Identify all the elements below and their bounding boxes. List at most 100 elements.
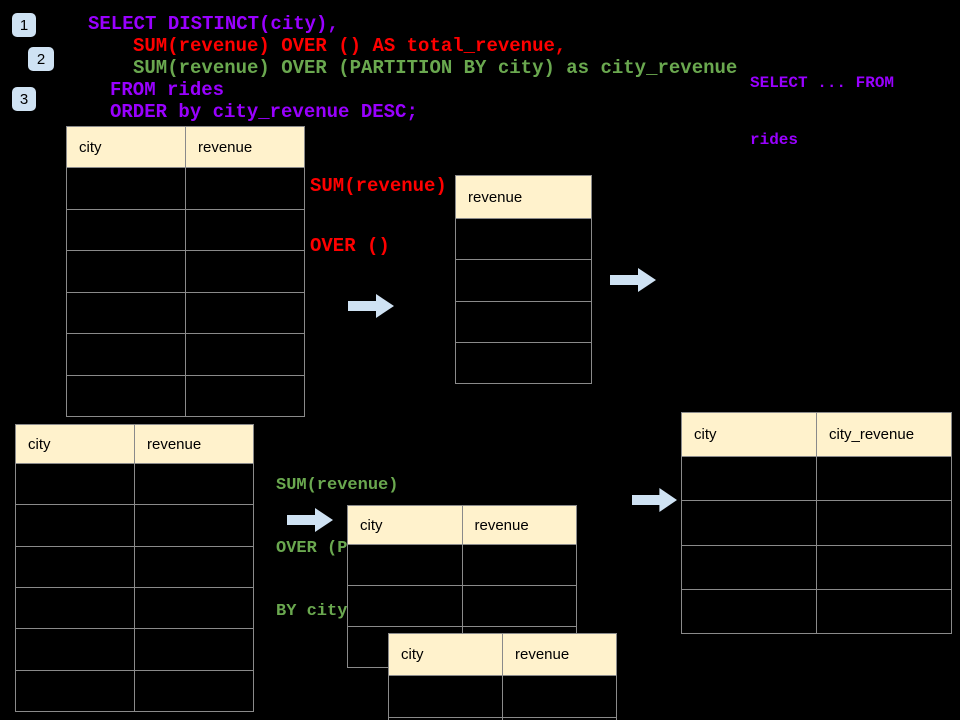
table-row <box>16 587 253 630</box>
table-cell <box>817 590 951 633</box>
sql-line-sum-over-total: SUM(revenue) OVER () AS total_revenue, <box>133 35 567 57</box>
table-cell <box>135 464 253 504</box>
step-badge-1: 1 <box>12 13 36 37</box>
table-cell <box>186 251 304 292</box>
table-cell <box>16 464 135 505</box>
table-cell <box>67 209 186 250</box>
table-cell <box>503 676 616 717</box>
table-cell <box>16 629 135 670</box>
column-header: city <box>682 413 817 456</box>
column-header: city <box>67 127 186 167</box>
table-row <box>682 589 951 633</box>
column-header: city <box>389 634 503 675</box>
arrow-right-icon <box>348 294 394 318</box>
table-row <box>16 546 253 588</box>
table-row <box>682 545 951 590</box>
step-badge-3: 3 <box>12 87 36 111</box>
table-cell <box>135 505 253 545</box>
table-cell <box>135 547 253 587</box>
table-cell <box>348 586 463 626</box>
table-row <box>348 586 576 627</box>
column-header: revenue <box>147 435 202 453</box>
table-cell <box>67 334 186 375</box>
table-row <box>456 343 591 383</box>
column-header: revenue <box>198 138 253 156</box>
column-header: city_revenue <box>829 426 915 443</box>
table-row <box>456 302 591 343</box>
table-cell <box>348 545 463 585</box>
table-cell <box>135 588 253 628</box>
table-row <box>682 501 951 546</box>
table-row <box>348 545 576 586</box>
annotation-sum-over-empty-line2: OVER () <box>310 235 390 257</box>
step-badge-2: 2 <box>28 47 54 71</box>
from-rides-snippet: SELECT ... FROM rides <box>750 36 894 169</box>
table-row <box>389 717 616 720</box>
table-row <box>67 334 304 376</box>
table-cell <box>456 260 591 300</box>
table-row <box>456 219 591 261</box>
table-row <box>67 292 304 334</box>
table-cell <box>135 629 253 669</box>
table-cell <box>16 505 135 546</box>
sql-line-select: SELECT DISTINCT(city), <box>88 13 339 35</box>
partition-table-back: city revenue <box>388 633 617 720</box>
table-cell <box>186 293 304 334</box>
table-header-row: city revenue <box>67 127 304 168</box>
source-table-top: city revenue <box>66 126 305 417</box>
column-header: city <box>348 506 463 544</box>
table-row <box>682 457 951 502</box>
table-cell <box>389 717 503 720</box>
table-row <box>16 629 253 671</box>
column-header: revenue <box>515 646 570 663</box>
table-cell <box>817 457 951 500</box>
table-header-row: city revenue <box>389 634 616 676</box>
table-cell <box>463 586 577 626</box>
table-cell <box>67 292 186 333</box>
table-header-row: revenue <box>456 176 591 219</box>
table-cell <box>463 545 577 585</box>
total-revenue-table: revenue <box>455 175 592 384</box>
table-row <box>67 168 304 210</box>
arrow-right-icon <box>632 488 677 512</box>
table-cell <box>817 501 951 544</box>
table-cell <box>186 210 304 251</box>
table-cell <box>67 251 186 292</box>
table-cell <box>682 457 817 501</box>
arrow-right-icon <box>287 508 333 532</box>
table-cell <box>16 587 135 629</box>
sql-line-order-by: ORDER by city_revenue DESC; <box>110 101 418 123</box>
table-cell <box>456 343 591 383</box>
step-badge-3-label: 3 <box>19 90 29 108</box>
annotation-sum-over-partition-line1: SUM(revenue) <box>276 476 399 495</box>
result-table: city city_revenue <box>681 412 952 634</box>
table-cell <box>67 168 186 209</box>
sql-line-sum-over-partition: SUM(revenue) OVER (PARTITION BY city) as… <box>133 57 738 79</box>
step-badge-1-label: 1 <box>19 16 29 34</box>
annotation-sum-over-empty-line1: SUM(revenue) <box>310 175 447 197</box>
table-row <box>67 251 304 293</box>
table-cell <box>16 670 135 711</box>
from-rides-snippet-line2: rides <box>750 131 799 149</box>
table-cell <box>817 546 951 589</box>
table-cell <box>456 302 591 342</box>
sql-line-from: FROM rides <box>110 79 225 101</box>
step-badge-2-label: 2 <box>36 50 46 68</box>
table-cell <box>67 375 186 416</box>
table-cell <box>186 334 304 375</box>
table-row <box>67 375 304 416</box>
table-cell <box>456 219 591 259</box>
arrow-right-icon <box>610 268 656 292</box>
table-cell <box>682 589 817 633</box>
table-row <box>16 464 253 506</box>
table-row <box>16 505 253 547</box>
table-cell <box>186 168 304 209</box>
table-cell <box>16 546 135 587</box>
from-rides-snippet-line1: SELECT ... FROM <box>750 74 895 92</box>
table-row <box>456 260 591 302</box>
table-cell <box>682 501 817 545</box>
table-row <box>389 676 616 718</box>
